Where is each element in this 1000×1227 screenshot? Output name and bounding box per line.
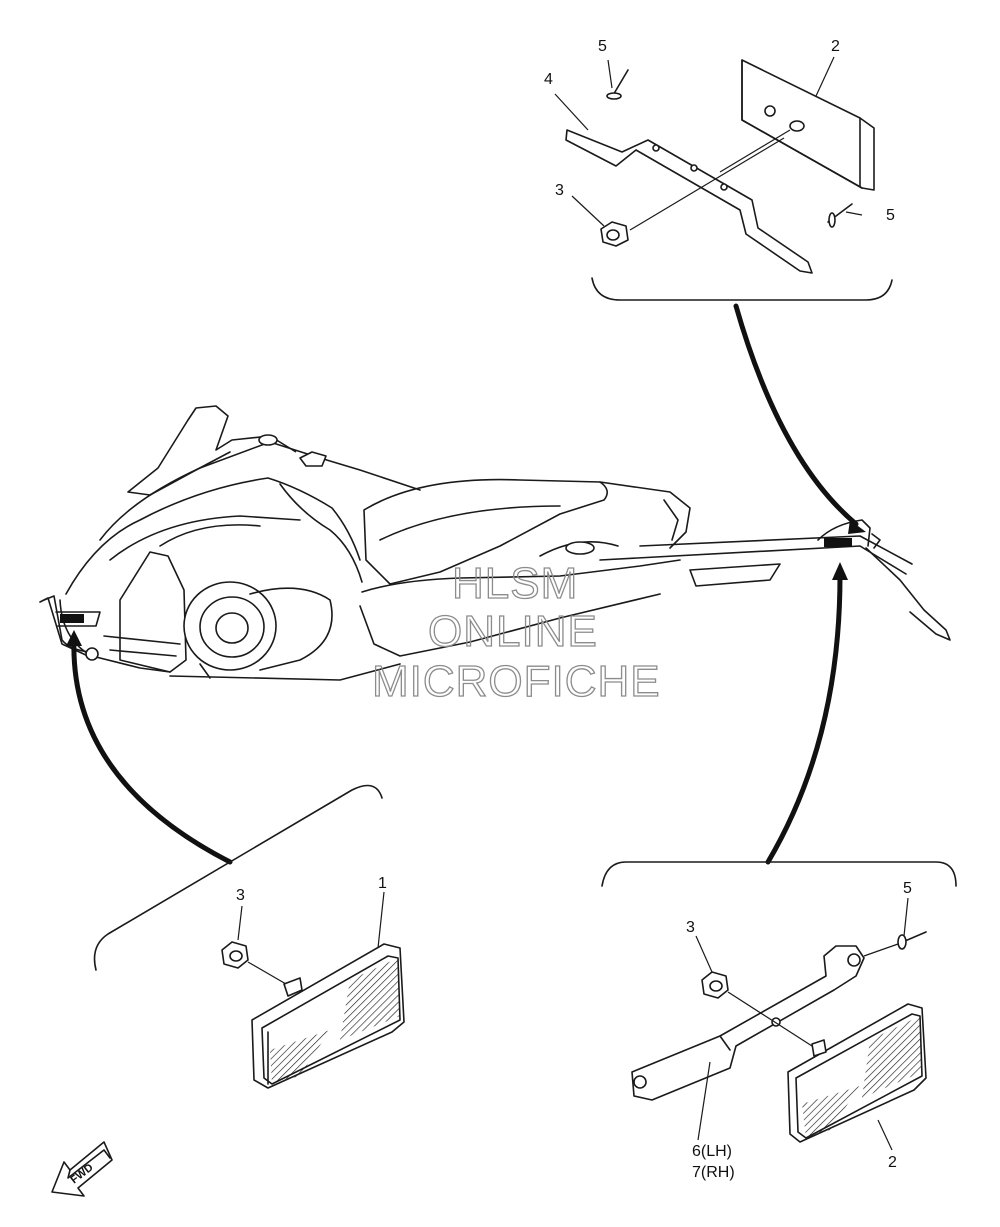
label-rear-bracket-rh: 7(RH) [692,1164,735,1181]
label-front-reflector: 1 [378,875,387,892]
label-rear-rivet: 5 [903,880,912,897]
label-top-nut: 3 [555,182,564,199]
top-rivet-b [827,203,853,228]
top-detail-group: 4 5 2 3 5 [544,38,895,301]
rear-reflector [787,1003,927,1143]
label-top-bracket: 4 [544,71,553,88]
watermark: HLSM ONLINE MICROFICHE [371,558,661,706]
label-front-nut: 3 [236,887,245,904]
rear-reflector-marker [824,538,852,547]
watermark-line2: ONLINE [428,607,598,656]
front-reflector-marker [60,614,84,623]
front-reflector [251,943,405,1089]
front-detail-frame [93,784,383,971]
watermark-line3: MICROFICHE [372,657,661,706]
watermark-line1: HLSM [452,559,578,608]
label-top-reflector: 2 [831,38,840,55]
label-rear-reflector: 2 [888,1154,897,1171]
front-detail-group: 3 1 [93,784,405,1089]
label-top-rivet-a: 5 [598,38,607,55]
top-nut [600,221,629,247]
drive-clutch [183,581,277,671]
callout-rear [765,573,843,865]
callout-front [71,637,233,865]
label-top-rivet-b: 5 [886,207,895,224]
front-nut [221,941,249,969]
top-bracket [565,129,813,274]
top-detail-frame [591,277,893,301]
callout-top-to-rear [733,303,859,527]
rear-rivet [897,931,927,950]
rear-detail-group: 3 5 6(LH) 7(RH) 2 [601,861,957,1181]
label-rear-nut: 3 [686,919,695,936]
snowmobile-outline [39,405,951,681]
label-rear-bracket-lh: 6(LH) [692,1143,732,1160]
top-reflector-plate [741,59,875,191]
rear-detail-frame [601,861,957,887]
rear-nut [701,971,729,999]
fwd-arrow-icon: FWD [51,1141,113,1197]
top-rivet-a [606,69,629,100]
rear-bracket [631,945,865,1101]
